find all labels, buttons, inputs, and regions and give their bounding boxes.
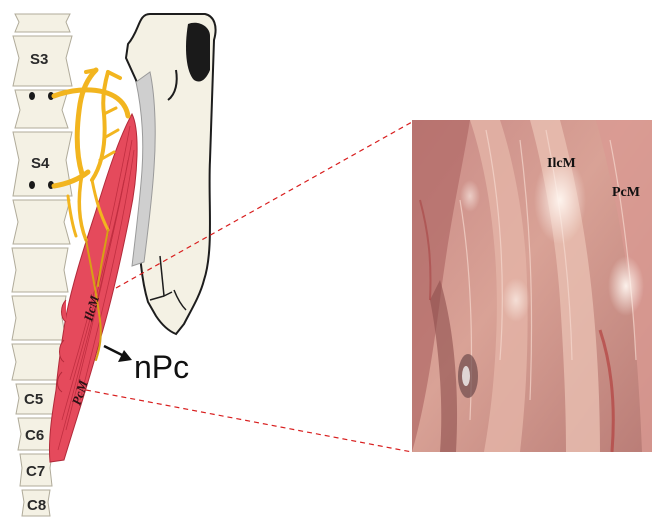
vertebra-c3 xyxy=(12,296,66,340)
label-s4: S4 xyxy=(31,155,50,172)
nerve-pointer xyxy=(104,346,132,362)
label-s3: S3 xyxy=(30,51,48,68)
vertebra-c4 xyxy=(12,344,64,380)
label-c8: C8 xyxy=(27,497,46,514)
pelvis xyxy=(126,14,216,334)
vertebra-s2 xyxy=(15,14,70,32)
label-c6: C6 xyxy=(25,427,44,444)
vertebra-s5 xyxy=(13,200,70,244)
label-c5: C5 xyxy=(24,391,43,408)
vertebra-c2 xyxy=(12,248,68,292)
photo-label-iliocaudalis: IlcM xyxy=(547,156,576,171)
photo-label-pubocaudalis: PcM xyxy=(612,185,640,200)
label-nerve: nPc xyxy=(134,349,189,385)
surgical-photo xyxy=(412,120,652,452)
label-c7: C7 xyxy=(26,463,45,480)
connector-bottom xyxy=(86,390,412,452)
